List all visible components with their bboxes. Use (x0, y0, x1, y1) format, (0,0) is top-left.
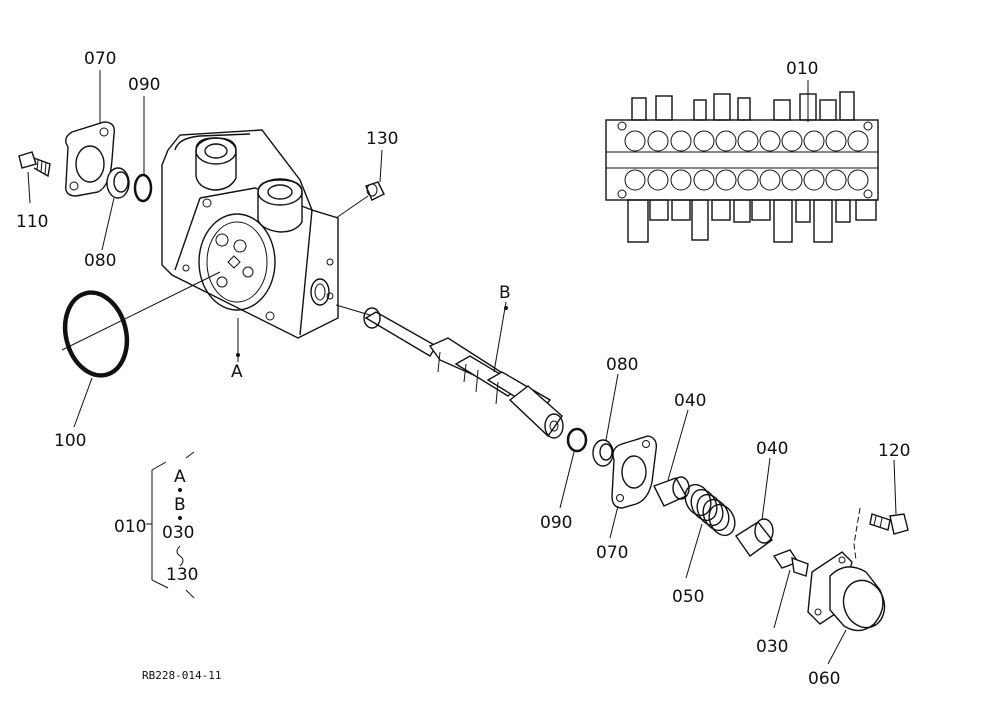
large-o-ring (62, 290, 130, 378)
bolt-right (853, 507, 909, 561)
seal-left (106, 167, 130, 199)
cover-plate-mid (611, 435, 658, 509)
cap (807, 551, 886, 632)
o-ring-small-mid (566, 427, 588, 453)
valve-body (61, 129, 381, 351)
spring (684, 483, 736, 537)
label-130: 130 (366, 129, 398, 149)
label-030: 030 (756, 637, 788, 657)
bolt-mid (772, 549, 809, 577)
bracket-item-a: A (174, 467, 186, 487)
bracket-item-130: 130 (166, 565, 198, 585)
label-120: 120 (878, 441, 910, 461)
part-labels: 070 090 110 080 130 100 A B 010 080 090 … (16, 49, 910, 689)
valve-bank-assembly (605, 80, 879, 243)
label-110: 110 (16, 212, 48, 232)
plug (365, 181, 385, 201)
label-070-top: 070 (84, 49, 116, 69)
label-090-mid: 090 (540, 513, 572, 533)
label-070-mid: 070 (596, 543, 628, 563)
label-100: 100 (54, 431, 86, 451)
bracket-item-b: B (174, 495, 186, 515)
label-b: B (499, 283, 511, 303)
label-080-left: 080 (84, 251, 116, 271)
cover-plate-left (65, 121, 115, 197)
label-040-b: 040 (756, 439, 788, 459)
o-ring-small-left (133, 173, 153, 203)
bolt-left (18, 151, 51, 178)
label-080-mid: 080 (606, 355, 638, 375)
label-010-top: 010 (786, 59, 818, 79)
spool (363, 307, 564, 439)
bracket-main-label: 010 (114, 517, 146, 537)
label-090-top: 090 (128, 75, 160, 95)
seal-mid (592, 439, 614, 467)
label-050: 050 (672, 587, 704, 607)
label-060: 060 (808, 669, 840, 689)
leader-lines (27, 70, 897, 665)
bracket-item-030: 030 (162, 523, 194, 543)
bracket-legend: 010 A B 030 130 (114, 451, 198, 599)
spring-seat-b (735, 518, 774, 557)
label-a: A (231, 362, 243, 382)
drawing-number: RB228-014-11 (142, 669, 221, 682)
spring-seat-a (653, 476, 690, 507)
label-040-a: 040 (674, 391, 706, 411)
